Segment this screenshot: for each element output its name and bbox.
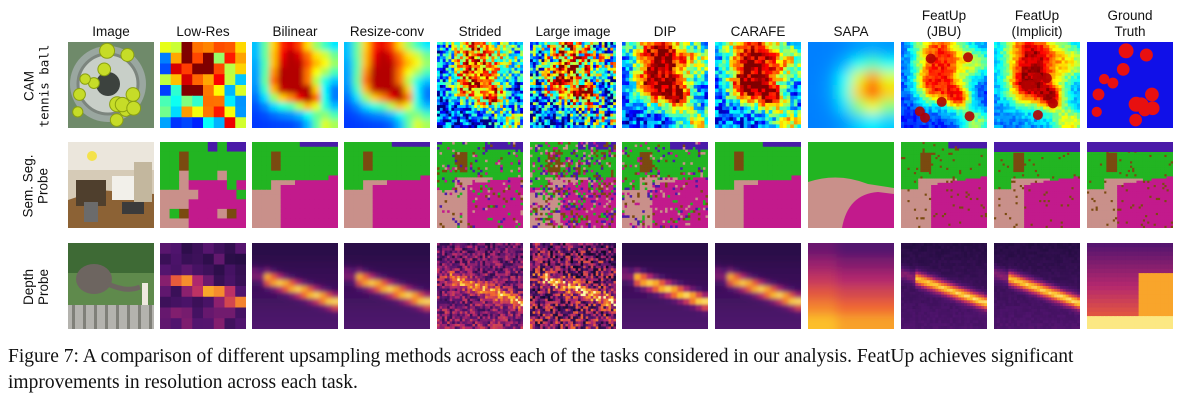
column-header-line1: Resize-conv (350, 24, 424, 40)
tile-depth-image (68, 243, 154, 329)
column-header-line1: FeatUp (1012, 8, 1063, 24)
tile-depth-featup-implicit (994, 243, 1080, 329)
tile-seg-featup-implicit (994, 142, 1080, 228)
tile-depth-carafe (715, 243, 801, 329)
column-header-strided: Strided (434, 2, 526, 40)
column-header-line1: Large image (535, 24, 610, 40)
column-header-dip: DIP (619, 2, 711, 40)
tile-depth-featup-jbu (901, 243, 987, 329)
tile-seg-resize-conv (344, 142, 430, 228)
column-header-large-image: Large image (527, 2, 619, 40)
column-header-low-res: Low-Res (157, 2, 249, 40)
figure-caption: Figure 7: A comparison of different upsa… (8, 344, 1184, 396)
column-header-line1: DIP (654, 24, 677, 40)
tile-cam-featup-implicit (994, 42, 1080, 128)
column-header-featup-jbu: FeatUp(JBU) (898, 2, 990, 40)
column-header-line1: FeatUp (922, 8, 966, 24)
tile-depth-dip (622, 243, 708, 329)
tile-depth-resize-conv (344, 243, 430, 329)
column-header-sapa: SAPA (805, 2, 897, 40)
tile-seg-large-image (530, 142, 616, 228)
column-header-resize-conv: Resize-conv (341, 2, 433, 40)
row-label-line: Probe (36, 269, 51, 305)
column-header-line1: Ground (1107, 8, 1152, 24)
column-header-line1: CARAFE (731, 24, 786, 40)
tile-cam-carafe (715, 42, 801, 128)
row-label-line: Depth (21, 269, 36, 305)
tile-seg-sapa (808, 142, 894, 228)
tile-depth-strided (437, 243, 523, 329)
figure-7: Image Low-Res Bilinear Resize-conv Strided La… (14, 2, 1176, 333)
tile-cam-low-res (160, 42, 246, 128)
tile-depth-bilinear (252, 243, 338, 329)
tile-seg-dip (622, 142, 708, 228)
tile-cam-bilinear (252, 42, 338, 128)
tile-cam-large-image (530, 42, 616, 128)
tile-cam-resize-conv (344, 42, 430, 128)
row-label-line: Sem. Seg. (21, 154, 36, 217)
row-label-line: CAM (21, 45, 36, 128)
column-header-line1: Low-Res (176, 24, 229, 40)
tile-depth-sapa (808, 243, 894, 329)
tile-seg-featup-jbu (901, 142, 987, 228)
column-header-line1: Image (92, 24, 130, 40)
tile-cam-image (68, 42, 154, 128)
tile-seg-ground-truth (1087, 142, 1173, 228)
tile-seg-image (68, 142, 154, 228)
column-header-line1: Strided (459, 24, 502, 40)
tile-cam-sapa (808, 42, 894, 128)
column-header-line1: SAPA (833, 24, 868, 40)
column-header-line2: (Implicit) (1012, 24, 1063, 40)
column-header-line1: Bilinear (272, 24, 317, 40)
tile-cam-dip (622, 42, 708, 128)
tile-depth-ground-truth (1087, 243, 1173, 329)
column-header-bilinear: Bilinear (249, 2, 341, 40)
tile-seg-strided (437, 142, 523, 228)
column-header-image: Image (65, 2, 157, 40)
tile-seg-carafe (715, 142, 801, 228)
column-header-featup-implicit: FeatUp(Implicit) (991, 2, 1083, 40)
caption-label: Figure 7: (8, 346, 79, 367)
tile-seg-low-res (160, 142, 246, 228)
tile-cam-featup-jbu (901, 42, 987, 128)
column-header-line2: (JBU) (922, 24, 966, 40)
tile-cam-strided (437, 42, 523, 128)
column-header-line2: Truth (1107, 24, 1152, 40)
tile-seg-bilinear (252, 142, 338, 228)
tile-depth-low-res (160, 243, 246, 329)
caption-text: A comparison of different upsampling met… (8, 346, 1073, 393)
column-header-carafe: CARAFE (712, 2, 804, 40)
row-label-seg: Sem. Seg.Probe (14, 140, 58, 232)
tile-cam-ground-truth (1087, 42, 1173, 128)
tile-depth-large-image (530, 243, 616, 329)
row-sublabel: tennis ball (36, 45, 51, 128)
row-label-line: Probe (36, 154, 51, 217)
